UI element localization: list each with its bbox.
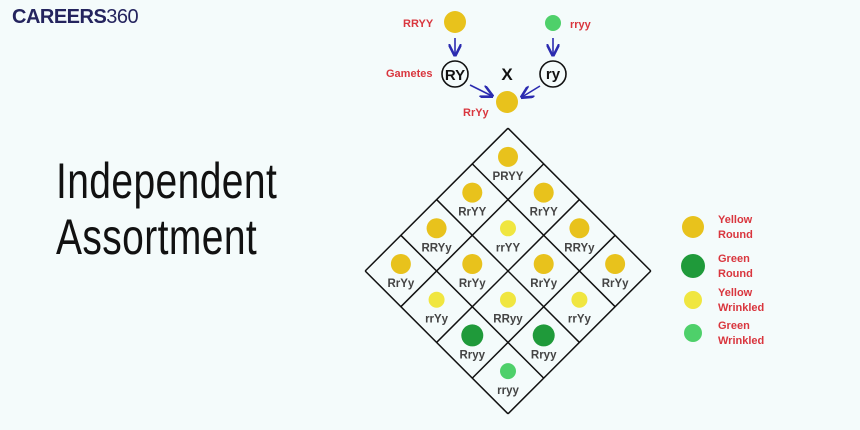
pea-icon — [500, 363, 516, 380]
legend-label-line1: Yellow — [718, 287, 753, 299]
pea-icon — [390, 254, 411, 274]
punnett-cell: RrYy — [530, 254, 558, 290]
cell-genotype: RrYy — [602, 278, 629, 290]
cell-genotype: RrYY — [530, 207, 558, 219]
careers360-logo: CAREERS360 — [12, 6, 139, 29]
pea-icon — [532, 324, 555, 347]
cell-genotype: rryy — [497, 385, 519, 397]
pea-icon — [571, 291, 588, 308]
parent2-pea-icon — [545, 15, 561, 31]
f1-genotype: RrYy — [463, 107, 490, 119]
cross-symbol: X — [501, 65, 513, 84]
parent1-genotype: RRYY — [403, 18, 434, 30]
punnett-cell: RrYy — [459, 254, 486, 290]
arrow-icon — [469, 84, 492, 96]
pea-icon — [533, 182, 554, 203]
gamete1: RY — [445, 67, 465, 84]
cell-genotype: Rryy — [531, 349, 557, 361]
pea-icon — [684, 291, 702, 309]
cell-genotype: rrYY — [496, 242, 521, 254]
punnett-cell: RrYY — [530, 182, 558, 219]
legend-label-line1: Yellow — [718, 214, 753, 226]
punnett-cell: rrYy — [568, 291, 592, 326]
punnett-cell: Rryy — [531, 324, 557, 361]
f1-pea-icon — [496, 91, 518, 113]
title-line-2: Assortment — [56, 209, 258, 265]
logo-number: 360 — [106, 6, 139, 28]
punnett-cell: RrYy — [602, 254, 629, 290]
legend-label-line2: Round — [718, 229, 753, 241]
gamete1-circle — [441, 60, 469, 88]
punnett-cell: RrYy — [387, 254, 415, 290]
parent1-pea-icon — [444, 11, 466, 33]
cell-genotype: RrYy — [530, 278, 557, 290]
parent2-genotype: rryy — [570, 19, 592, 31]
punnett-cell: RrYY — [458, 182, 487, 219]
grid-line — [400, 234, 545, 379]
pea-icon — [428, 291, 445, 308]
cell-genotype: RrYY — [458, 207, 486, 219]
punnett-cell: RRyy — [493, 291, 523, 326]
pea-icon — [682, 216, 704, 238]
pea-icon — [426, 218, 447, 239]
punnett-cell: Rryy — [460, 324, 486, 361]
arrow-icon — [522, 85, 541, 97]
pea-icon — [462, 182, 483, 203]
gamete2-circle — [539, 60, 567, 88]
pea-icon — [500, 220, 516, 237]
grid-line — [507, 270, 652, 415]
legend-label-line2: Wrinkled — [718, 302, 764, 314]
pea-icon — [462, 254, 483, 274]
cell-genotype: RRYy — [421, 242, 452, 254]
pea-icon — [681, 254, 705, 278]
cell-genotype: rrYy — [425, 314, 449, 326]
grid-line — [471, 234, 616, 379]
pea-icon — [461, 324, 484, 347]
grid-line — [364, 270, 509, 415]
pea-icon — [605, 254, 626, 274]
legend-label-line2: Round — [718, 268, 753, 280]
cell-genotype: Rryy — [460, 349, 486, 361]
punnett-cell: PRYY — [493, 146, 524, 183]
legend-label-line1: Green — [718, 253, 750, 265]
punnett-cell: RRYy — [564, 218, 595, 254]
grid-lines — [364, 127, 652, 415]
cell-genotype: PRYY — [493, 171, 524, 183]
cell-genotype: rrYy — [568, 314, 592, 326]
cell-genotype: RrYy — [387, 278, 414, 290]
cell-genotype: RRyy — [493, 314, 523, 326]
legend-label-line2: Wrinkled — [718, 335, 764, 347]
punnett-cell: rryy — [497, 363, 519, 397]
punnett-cell: rrYy — [425, 291, 449, 326]
grid-line — [436, 199, 580, 343]
pea-icon — [533, 254, 554, 274]
title-line-1: Independent — [56, 153, 278, 209]
logo-text: CAREERS — [12, 6, 107, 28]
pea-icon — [500, 291, 516, 308]
gamete2: ry — [546, 66, 561, 83]
punnett-cell: RRYy — [421, 218, 452, 254]
cell-genotype: RrYy — [459, 278, 486, 290]
pea-icon — [569, 218, 590, 239]
gametes-label: Gametes — [386, 68, 432, 80]
legend: YellowRoundGreenRoundYellowWrinkledGreen… — [681, 214, 764, 347]
legend-label-line1: Green — [718, 320, 750, 332]
cell-genotype: RRYy — [564, 242, 595, 254]
punnett-cell: rrYY — [496, 220, 521, 254]
pea-icon — [498, 146, 518, 167]
pea-icon — [684, 324, 702, 342]
